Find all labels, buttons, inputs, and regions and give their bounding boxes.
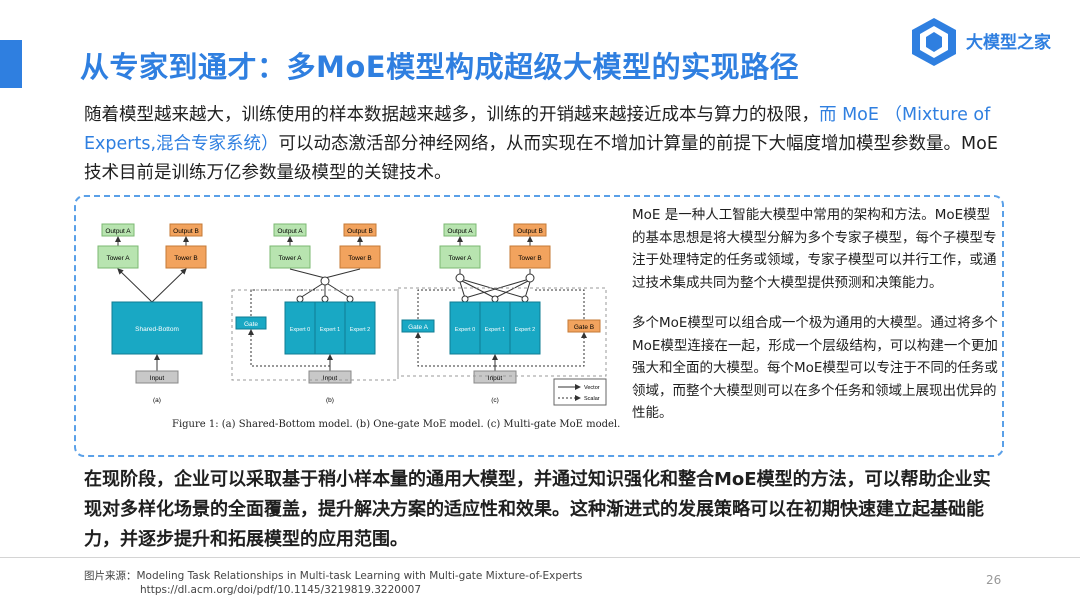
- summary-paragraph: 在现阶段，企业可以采取基于稍小样本量的通用大模型，并通过知识强化和整合MoE模型…: [84, 469, 991, 550]
- source-citation: 图片来源：Modeling Task Relationships in Mult…: [84, 569, 582, 597]
- expert-0-label: Expert 0: [290, 327, 310, 333]
- figure-legend: Vector Scalar: [553, 378, 607, 406]
- tower-b-box: [165, 245, 207, 269]
- tower-a-label: Tower A: [106, 255, 130, 262]
- legend-scalar: Scalar: [584, 396, 600, 402]
- tower-b-box: [509, 245, 551, 269]
- moe-architecture-figure: Output A Output B Tower A Tower B Shared…: [97, 223, 607, 406]
- output-a-label: Output A: [105, 228, 131, 235]
- intro-paragraph: 随着模型越来越大，训练使用的样本数据越来越多，训练的开销越来越接近成本与算力的极…: [84, 101, 1004, 188]
- output-b-label: Output B: [173, 228, 199, 235]
- intro-highlight: 而 MoE （Mixture of Experts,混合专家系统）: [84, 105, 991, 154]
- panel-c-label: (c): [491, 397, 499, 404]
- side-paragraph-2: 多个MoE模型可以组合成一个极为通用的大模型。通过将多个MoE模型连接在一起，形…: [632, 315, 998, 421]
- logo-cube-icon: [912, 18, 956, 66]
- expert-0-label: Expert 0: [455, 327, 475, 333]
- tower-a-label: Tower A: [278, 255, 302, 262]
- panel-b-label: (b): [326, 397, 334, 404]
- sum-node-a: [455, 273, 465, 283]
- page-number: 26: [986, 573, 1002, 587]
- tower-b-label: Tower B: [518, 255, 541, 262]
- gate-label: Gate: [244, 321, 258, 328]
- footer-divider: [0, 557, 1080, 558]
- output-b-label: Output B: [347, 228, 373, 235]
- side-description: MoE 是一种人工智能大模型中常用的架构和方法。MoE模型的基本思想是将大模型分…: [632, 204, 1002, 425]
- side-paragraph-1: MoE 是一种人工智能大模型中常用的架构和方法。MoE模型的基本思想是将大模型分…: [632, 207, 997, 291]
- title-accent-bar: [0, 40, 22, 88]
- tower-b-box: [339, 245, 381, 269]
- intro-text-rest: 可以动态激活部分神经网络，从而实现在不增加计算量的前提下大幅度增加模型参数量。M…: [84, 134, 998, 183]
- panel-a: Output A Output B Tower A Tower B Shared…: [97, 223, 207, 404]
- figure-caption: Figure 1: (a) Shared-Bottom model. (b) O…: [172, 419, 621, 430]
- page-title: 从专家到通才：多MoE模型构成超级大模型的实现路径: [80, 50, 800, 84]
- tower-a-box: [97, 245, 139, 269]
- sum-node: [320, 276, 330, 286]
- tower-a-box: [439, 245, 481, 269]
- logo-text: 大模型之家: [966, 33, 1051, 53]
- output-a-label: Output A: [277, 228, 303, 235]
- gate-a-label: Gate A: [408, 324, 429, 331]
- source-label: 图片来源：: [84, 570, 137, 582]
- input-label-c: Input: [488, 375, 503, 382]
- dashed-frame-b: [231, 289, 399, 381]
- dashed-frame-c: [397, 287, 607, 377]
- shared-bottom-box: [111, 301, 203, 355]
- tower-b-label: Tower B: [174, 255, 197, 262]
- input-label-b: Input: [323, 375, 338, 382]
- output-b-label: Output B: [517, 228, 543, 235]
- tower-a-box: [269, 245, 311, 269]
- tower-a-label: Tower A: [448, 255, 472, 262]
- legend-vector: Vector: [584, 385, 600, 391]
- sum-node-b: [525, 273, 535, 283]
- shared-bottom-label: Shared-Bottom: [135, 326, 179, 333]
- panel-b: Output A Output B Tower A Tower B Expert…: [235, 223, 381, 404]
- tower-b-label: Tower B: [348, 255, 371, 262]
- expert-1-label: Expert 1: [320, 327, 340, 333]
- intro-text: 随着模型越来越大，训练使用的样本数据越来越多，训练的开销越来越接近成本与算力的极…: [84, 105, 819, 125]
- panel-c: Output A Output B Tower A Tower B Expert…: [401, 223, 601, 404]
- input-box-a: [135, 370, 179, 384]
- experts-block: [449, 301, 541, 355]
- expert-2-label: Expert 2: [515, 327, 535, 333]
- input-label-a: Input: [150, 375, 165, 382]
- source-url[interactable]: https://dl.acm.org/doi/pdf/10.1145/32198…: [140, 584, 422, 596]
- input-box-c: [473, 370, 517, 384]
- content-box: [74, 195, 1004, 457]
- expert-1-label: Expert 1: [485, 327, 505, 333]
- source-title: Modeling Task Relationships in Multi-tas…: [136, 570, 583, 582]
- experts-block: [284, 301, 376, 355]
- expert-2-label: Expert 2: [350, 327, 370, 333]
- panel-a-label: (a): [153, 397, 161, 404]
- gate-b-label: Gate B: [574, 324, 594, 331]
- brand-logo: 大模型之家: [906, 14, 1066, 70]
- output-a-label: Output A: [447, 228, 473, 235]
